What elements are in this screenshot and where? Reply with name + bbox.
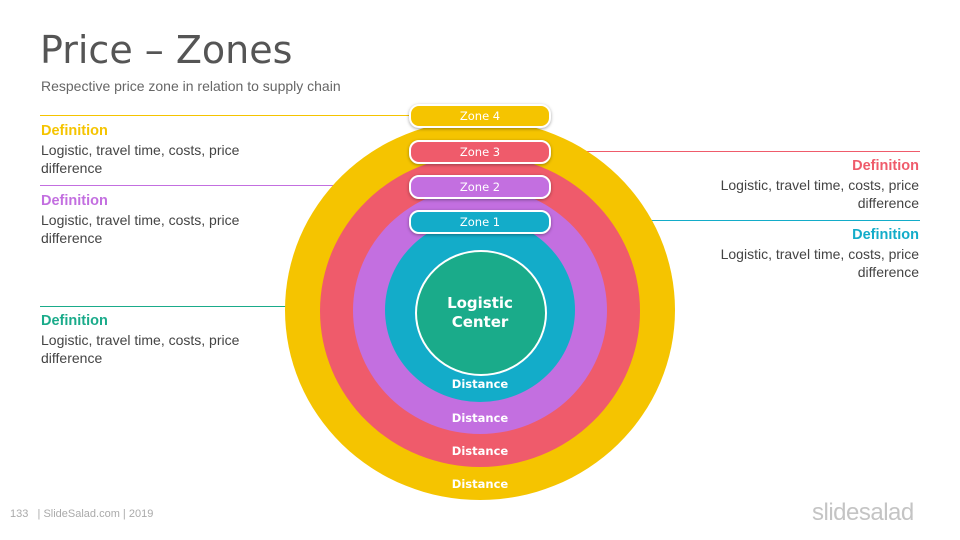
definition-zone1: Definition Logistic, travel time, costs,… <box>679 226 919 281</box>
page-number: 133 <box>10 508 29 520</box>
connector-line-zone2 <box>40 185 412 186</box>
connector-line-zone1 <box>548 220 920 221</box>
footer: 133 | SlideSalad.com | 2019 <box>10 508 153 520</box>
definition-title: Definition <box>852 227 919 243</box>
zone3-label: Zone 3 <box>409 140 551 164</box>
connector-line-center <box>40 306 420 307</box>
connector-line-zone3 <box>548 151 920 152</box>
center-label-line1: Logistic <box>447 294 513 312</box>
distance-label-zone3: Distance <box>451 444 509 458</box>
zone4-label: Zone 4 <box>409 104 551 128</box>
definition-title: Definition <box>41 313 108 329</box>
definition-zone2: Definition Logistic, travel time, costs,… <box>41 192 281 247</box>
definition-title: Definition <box>41 193 108 209</box>
slide-title: Price – Zones <box>40 28 293 72</box>
definition-text: Logistic, travel time, costs, price diff… <box>41 212 240 246</box>
definition-text: Logistic, travel time, costs, price diff… <box>720 177 919 211</box>
footer-text: | SlideSalad.com | 2019 <box>37 508 154 520</box>
definition-text: Logistic, travel time, costs, price diff… <box>720 246 919 280</box>
definition-title: Definition <box>852 158 919 174</box>
definition-text: Logistic, travel time, costs, price diff… <box>41 332 240 366</box>
logistic-center-circle <box>415 250 547 376</box>
definition-zone4: Definition Logistic, travel time, costs,… <box>41 122 281 177</box>
zone1-label: Zone 1 <box>409 210 551 234</box>
center-label-line2: Center <box>451 313 509 331</box>
connector-line-zone4 <box>40 115 412 116</box>
distance-label-zone2: Distance <box>451 411 509 425</box>
definition-title: Definition <box>41 123 108 139</box>
brand-logo: slidesalad <box>812 499 914 526</box>
distance-label-zone4: Distance <box>451 477 509 491</box>
definition-center: Definition Logistic, travel time, costs,… <box>41 312 281 367</box>
distance-label-zone1: Distance <box>451 377 509 391</box>
zone2-label: Zone 2 <box>409 175 551 199</box>
definition-zone3: Definition Logistic, travel time, costs,… <box>679 157 919 212</box>
slide-subtitle: Respective price zone in relation to sup… <box>41 78 341 94</box>
definition-text: Logistic, travel time, costs, price diff… <box>41 142 240 176</box>
